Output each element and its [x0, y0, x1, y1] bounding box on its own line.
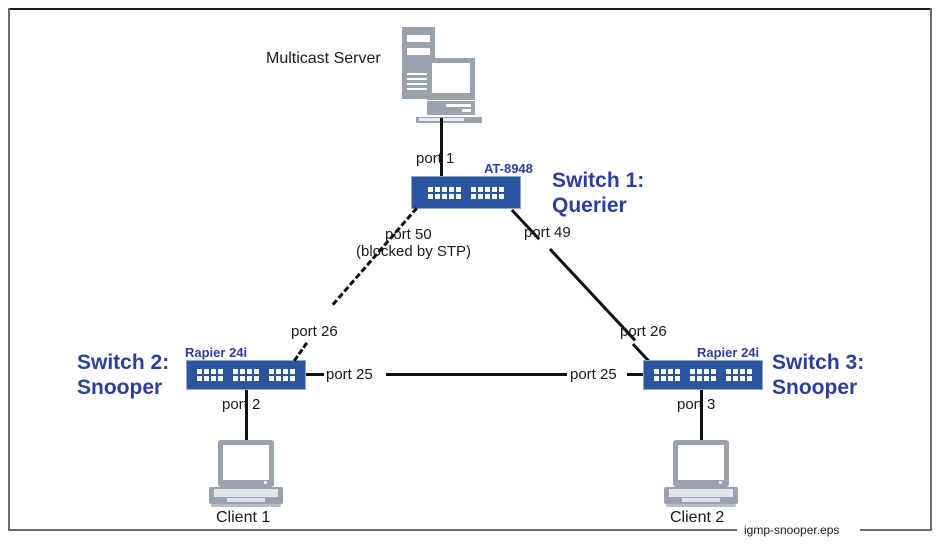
port-label-switch2-uplink: port 26 [291, 323, 338, 340]
switch2-chassis[interactable] [186, 360, 306, 390]
port-label-switch1-to-switch2-line1: port 50 [385, 226, 432, 243]
switch1-port-group-1 [428, 186, 461, 199]
link-switch3-to-client2-upper [700, 390, 703, 422]
link-switch3-to-client2-lower [700, 418, 703, 442]
port-label-server-to-switch1: port 1 [416, 150, 455, 167]
switch2-model-label: Rapier 24i [185, 345, 248, 360]
switch2-title-line2: Snooper [77, 376, 163, 399]
port-label-switch3-to-client2: port 3 [677, 396, 716, 413]
switch3-port-group-3 [726, 369, 752, 381]
frame-bottom-border-left [8, 529, 737, 531]
port-label-switch1-to-switch2-line2: (blocked by STP) [356, 243, 472, 260]
link-switch3-crosslink-stub [627, 373, 644, 376]
link-switch2-to-client1-lower [245, 418, 248, 442]
link-switch2-uplink-stub [293, 341, 309, 362]
port-label-switch2-to-client1: port 2 [222, 396, 261, 413]
switch3-title-line2: Snooper [772, 376, 858, 399]
port-label-switch2-crosslink: port 25 [326, 366, 373, 383]
link-server-to-switch1 [440, 118, 443, 176]
switch2-title-line1: Switch 2: [77, 351, 170, 374]
switch1-port-group-2 [471, 186, 504, 199]
switch2-port-group-1 [197, 369, 223, 381]
client2-laptop-icon [664, 440, 738, 508]
switch3-title-line1: Switch 3: [772, 351, 865, 374]
link-switch2-to-switch3 [386, 373, 567, 376]
switch3-port-group-1 [654, 369, 680, 381]
switch1-title-line1: Switch 1: [552, 169, 645, 192]
frame-right-border [930, 8, 932, 530]
port-label-switch3-uplink: port 26 [620, 323, 667, 340]
switch3-port-group-2 [690, 369, 716, 381]
port-label-switch3-crosslink: port 25 [570, 366, 617, 383]
figure-caption: igmp-snooper.eps [744, 523, 840, 537]
multicast-server-label: Multicast Server [266, 50, 381, 67]
frame-bottom-border-right [860, 529, 932, 531]
client2-label: Client 2 [670, 509, 725, 526]
port-label-switch1-to-switch3: port 49 [524, 224, 571, 241]
frame-top-border [8, 8, 932, 10]
switch3-model-label: Rapier 24i [697, 345, 760, 360]
server-icon [402, 27, 484, 125]
switch1-chassis[interactable] [411, 176, 521, 209]
switch1-title-line2: Querier [552, 194, 627, 217]
frame-left-border [8, 8, 10, 530]
switch2-port-group-2 [233, 369, 259, 381]
switch1-model-label: AT-8948 [484, 161, 533, 176]
link-switch2-crosslink-stub [306, 373, 324, 376]
switch3-chassis[interactable] [643, 360, 763, 390]
link-switch2-to-client1-upper [245, 390, 248, 422]
client1-laptop-icon [209, 440, 283, 508]
switch2-port-group-3 [269, 369, 295, 381]
client1-label: Client 1 [216, 509, 271, 526]
